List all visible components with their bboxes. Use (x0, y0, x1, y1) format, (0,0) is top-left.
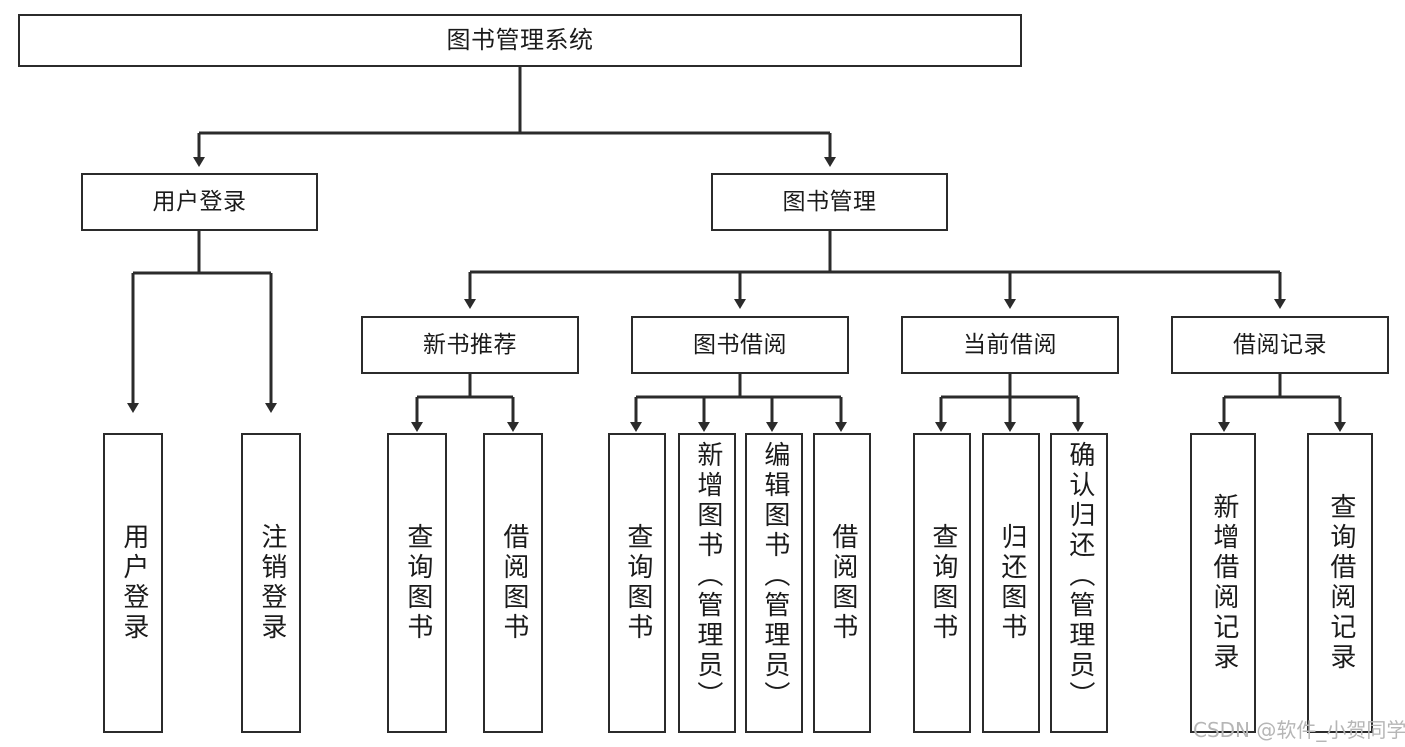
node-label: 新增借阅记录 (1208, 493, 1239, 673)
node-leaf-confirm-return-admin[interactable]: 确认归还（管理员） (1050, 433, 1108, 733)
node-label: 查询图书 (927, 523, 958, 643)
node-user-login[interactable]: 用户登录 (81, 173, 318, 231)
node-leaf-query-book-current[interactable]: 查询图书 (913, 433, 971, 733)
node-leaf-user-login[interactable]: 用户登录 (103, 433, 163, 733)
node-leaf-borrow-book[interactable]: 借阅图书 (813, 433, 871, 733)
node-leaf-borrow-book-recommend[interactable]: 借阅图书 (483, 433, 543, 733)
csdn-watermark: CSDN @软件_小贺同学 (1193, 714, 1405, 743)
node-label: 图书管理系统 (446, 25, 594, 54)
node-new-book-recommend[interactable]: 新书推荐 (361, 316, 579, 374)
node-label: 新增图书（管理员） (692, 441, 723, 711)
node-leaf-add-borrow-record[interactable]: 新增借阅记录 (1190, 433, 1256, 733)
node-leaf-query-book-borrow[interactable]: 查询图书 (608, 433, 666, 733)
node-label: 新书推荐 (423, 331, 517, 358)
node-label: 用户登录 (152, 188, 247, 215)
node-leaf-query-borrow-record[interactable]: 查询借阅记录 (1307, 433, 1373, 733)
node-leaf-return-book[interactable]: 归还图书 (982, 433, 1040, 733)
node-label: 借阅图书 (827, 523, 858, 643)
node-label: 图书管理 (782, 188, 877, 215)
node-current-borrow[interactable]: 当前借阅 (901, 316, 1119, 374)
node-leaf-query-book-recommend[interactable]: 查询图书 (387, 433, 447, 733)
node-label: 图书借阅 (693, 331, 787, 358)
node-label: 查询图书 (402, 523, 433, 643)
node-label: 查询借阅记录 (1325, 493, 1356, 673)
watermark-text: CSDN @软件_小贺同学 (1193, 718, 1405, 742)
node-leaf-add-book-admin[interactable]: 新增图书（管理员） (678, 433, 736, 733)
node-label: 注销登录 (256, 523, 287, 643)
node-label: 查询图书 (622, 523, 653, 643)
node-leaf-edit-book-admin[interactable]: 编辑图书（管理员） (745, 433, 803, 733)
node-label: 借阅图书 (498, 523, 529, 643)
node-borrow-record[interactable]: 借阅记录 (1171, 316, 1389, 374)
node-label: 确认归还（管理员） (1064, 441, 1095, 711)
node-root-book-management-system[interactable]: 图书管理系统 (18, 14, 1022, 67)
node-label: 归还图书 (996, 523, 1027, 643)
node-label: 借阅记录 (1233, 331, 1327, 358)
node-book-management[interactable]: 图书管理 (711, 173, 948, 231)
node-label: 当前借阅 (963, 331, 1057, 358)
node-label: 用户登录 (118, 523, 149, 643)
node-book-borrow[interactable]: 图书借阅 (631, 316, 849, 374)
node-label: 编辑图书（管理员） (759, 441, 790, 711)
node-leaf-logout[interactable]: 注销登录 (241, 433, 301, 733)
